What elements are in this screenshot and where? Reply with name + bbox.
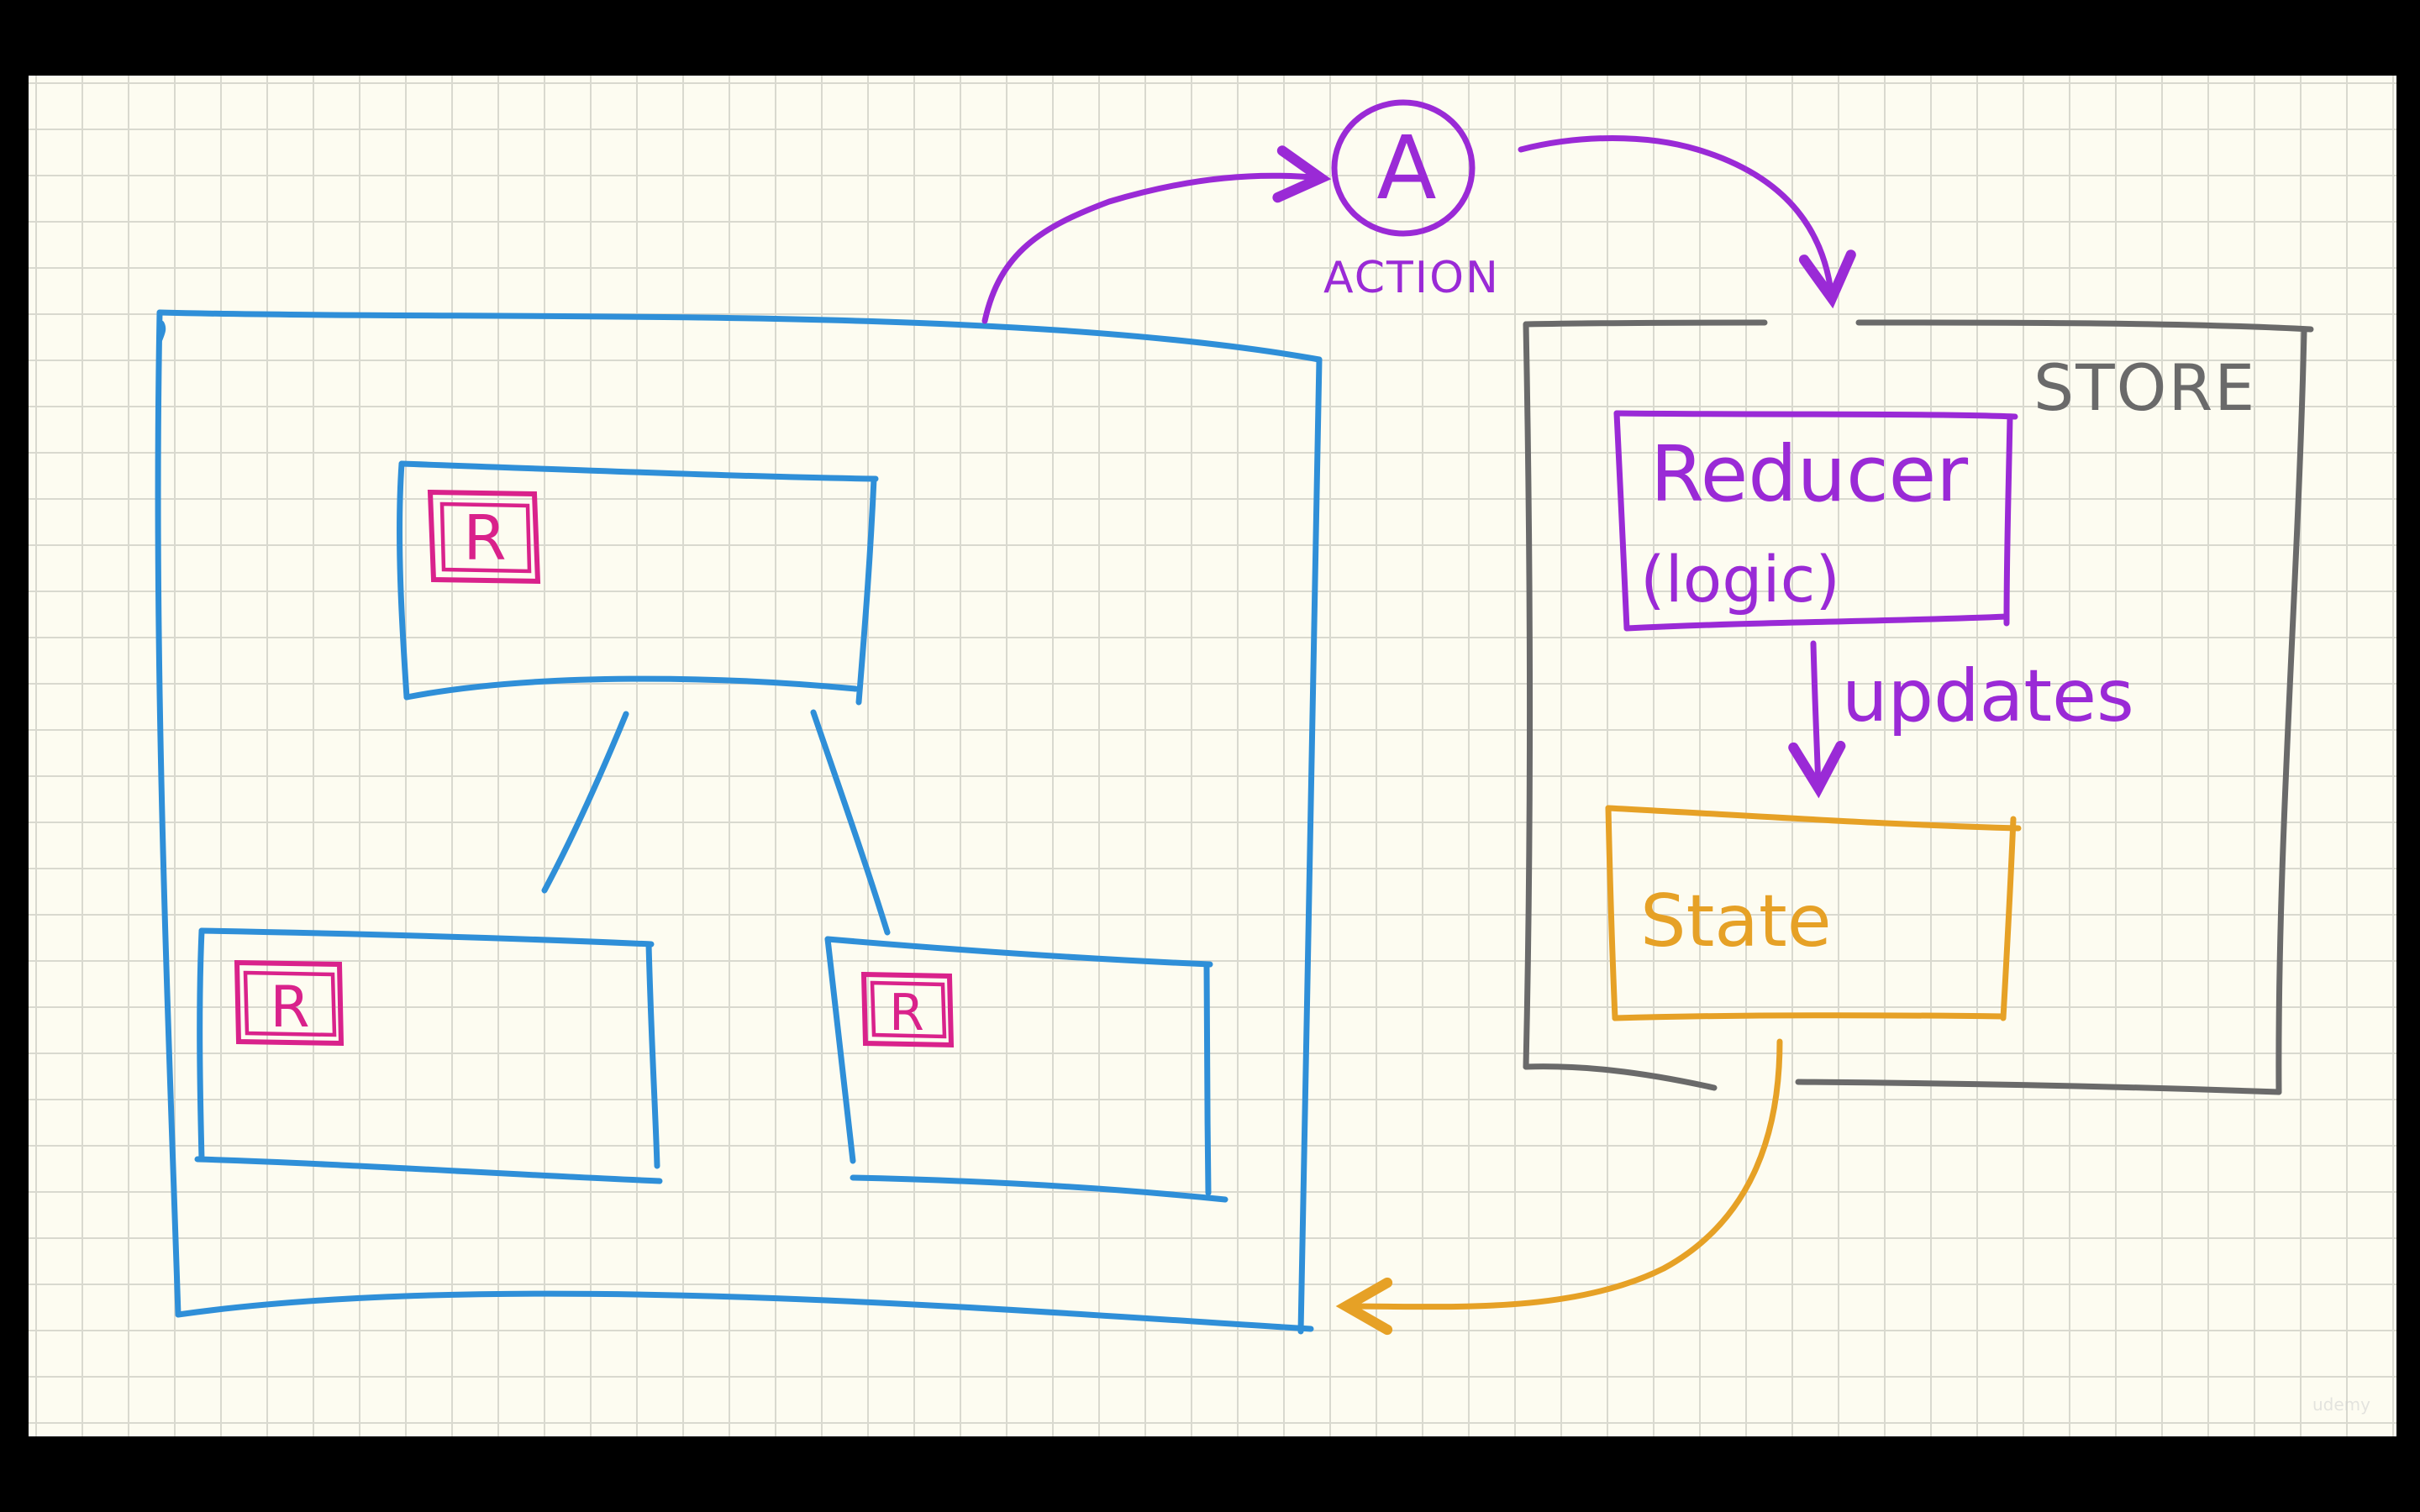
store-container (1523, 319, 2314, 1095)
updates-label: updates (1842, 654, 2134, 738)
component-badge-bottom-right: R (860, 971, 955, 1048)
state-to-ui-arrow (1335, 1038, 1783, 1336)
grid-paper-background (29, 76, 2396, 1436)
component-badge-top: R (427, 489, 541, 585)
component-bottom-left (194, 927, 663, 1184)
component-badge-bottom-left: R (234, 959, 345, 1047)
badge-label: R (889, 984, 924, 1042)
connector-left (541, 711, 629, 894)
badge-label: R (270, 974, 309, 1041)
updates-arrow (1788, 640, 1846, 799)
action-node: A ACTION (1323, 99, 1500, 303)
reducer-box (1613, 410, 2018, 632)
action-label: ACTION (1323, 253, 1500, 303)
store-label: STORE (2033, 350, 2256, 425)
dispatch-arrow (981, 145, 1332, 324)
action-symbol: A (1376, 117, 1436, 219)
component-top (397, 460, 879, 706)
tree-connectors (541, 709, 891, 936)
state-label: State (1640, 879, 1832, 963)
badge-label: R (463, 502, 506, 575)
component-bottom-right (824, 936, 1228, 1203)
reducer-subtitle: (logic) (1640, 542, 1840, 617)
connector-right (810, 709, 891, 936)
state-box (1605, 805, 2022, 1021)
reducer-title: Reducer (1650, 429, 1968, 519)
action-to-store-arrow (1518, 135, 1856, 309)
app-container (155, 309, 1323, 1335)
udemy-watermark: udemy (2312, 1394, 2370, 1415)
